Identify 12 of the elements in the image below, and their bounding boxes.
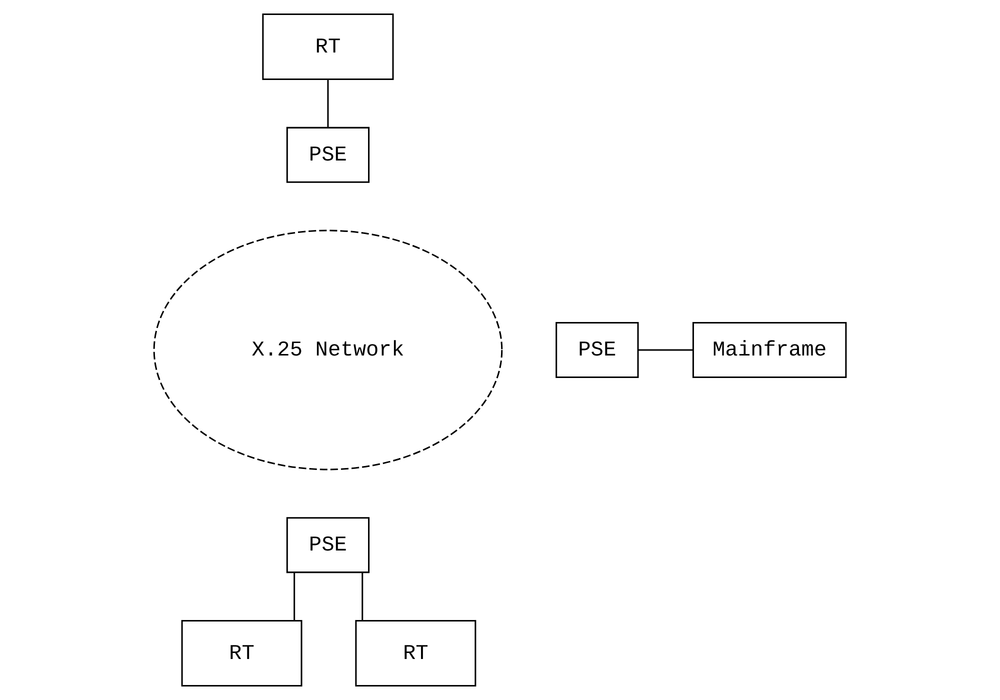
node-box: PSE	[286, 517, 370, 574]
connector	[638, 349, 694, 351]
node-box: RT	[181, 620, 302, 686]
node-box: Mainframe	[692, 322, 847, 378]
node-ellipse: X.25 Network	[153, 230, 503, 470]
node-box: PSE	[556, 322, 639, 378]
node-box: RT	[355, 620, 476, 686]
connector	[327, 80, 329, 128]
node-box: RT	[262, 14, 394, 80]
connector	[294, 572, 296, 621]
connector	[362, 572, 364, 621]
node-box: PSE	[286, 126, 370, 183]
